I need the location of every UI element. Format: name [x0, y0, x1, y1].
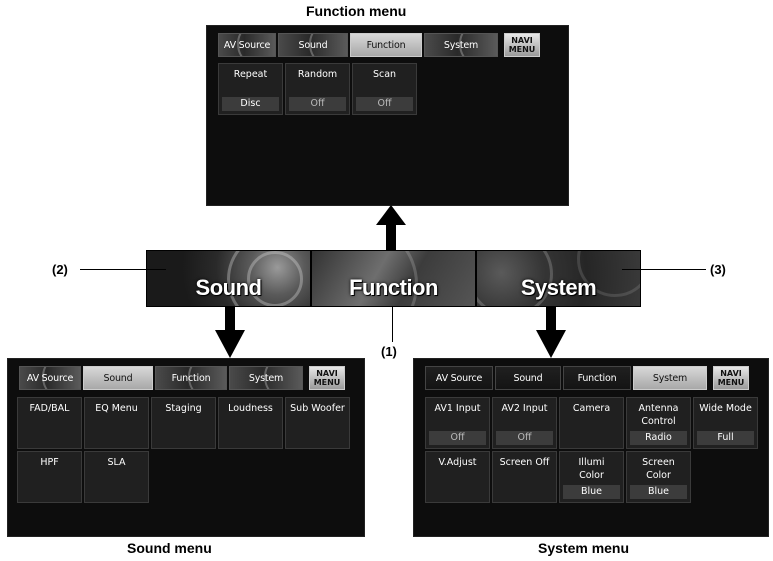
av1-input-value: Off: [429, 431, 486, 445]
sla-item[interactable]: SLA: [84, 451, 149, 503]
hpf-label: HPF: [40, 457, 59, 468]
tab-sound[interactable]: Sound: [495, 366, 561, 390]
antenna-control-label: Antenna Control: [638, 403, 679, 427]
up-arrow-shaft: [386, 224, 396, 251]
eq-menu-label: EQ Menu: [95, 403, 138, 414]
camera-label: Camera: [572, 403, 611, 414]
sound-main-label: Sound: [195, 275, 262, 300]
random-label: Random: [297, 69, 338, 80]
system-main-label: System: [520, 275, 597, 300]
wide-mode-value: Full: [697, 431, 754, 445]
tab-system[interactable]: System: [633, 366, 707, 390]
screen-off-label: Screen Off: [499, 457, 550, 468]
loudness-item[interactable]: Loudness: [218, 397, 283, 449]
fad-bal-label: FAD/BAL: [29, 403, 70, 414]
staging-label: Staging: [165, 403, 202, 414]
tab-system[interactable]: System: [424, 33, 498, 57]
sub-woofer-label: Sub Woofer: [290, 403, 345, 414]
down-arrow-left-shaft: [225, 306, 235, 331]
down-arrow-left-icon: [215, 330, 245, 358]
scan-value: Off: [356, 97, 413, 111]
antenna-control-value: Radio: [630, 431, 687, 445]
sound-main-button[interactable]: Sound: [147, 251, 312, 306]
tab-av-source[interactable]: AV Source: [425, 366, 493, 390]
staging-item[interactable]: Staging: [151, 397, 216, 449]
eq-menu-item[interactable]: EQ Menu: [84, 397, 149, 449]
random-value: Off: [289, 97, 346, 111]
v-adjust-label: V.Adjust: [438, 457, 477, 468]
tab-av-source[interactable]: AV Source: [19, 366, 81, 390]
function-menu-caption: Function menu: [306, 3, 407, 19]
tab-function[interactable]: Function: [350, 33, 422, 57]
screen-color-value: Blue: [630, 485, 687, 499]
callout-1-line: [392, 306, 393, 342]
hpf-item[interactable]: HPF: [17, 451, 82, 503]
repeat-value: Disc: [222, 97, 279, 111]
tab-system[interactable]: System: [229, 366, 303, 390]
down-arrow-right-icon: [536, 330, 566, 358]
system-menu-caption: System menu: [538, 540, 630, 556]
screen-off-setting[interactable]: Screen Off: [492, 451, 557, 503]
main-menu-bar: Sound Function System: [147, 251, 640, 306]
tab-sound[interactable]: Sound: [278, 33, 348, 57]
function-main-label: Function: [349, 275, 438, 300]
sound-items-grid: FAD/BAL EQ Menu Staging Loudness Sub Woo…: [17, 397, 350, 503]
system-main-button[interactable]: System: [477, 251, 640, 306]
illumi-color-label: Illumi Color: [578, 457, 605, 481]
scan-label: Scan: [372, 69, 397, 80]
screen-color-label: Screen Color: [642, 457, 675, 481]
repeat-label: Repeat: [233, 69, 268, 80]
down-arrow-right-shaft: [546, 306, 556, 331]
tab-function[interactable]: Function: [155, 366, 227, 390]
sla-label: SLA: [107, 457, 126, 468]
av1-input-label: AV1 Input: [434, 403, 481, 414]
av2-input-value: Off: [496, 431, 553, 445]
callout-1: (1): [381, 344, 397, 359]
sub-woofer-item[interactable]: Sub Woofer: [285, 397, 350, 449]
callout-3-line: [622, 269, 706, 270]
wide-mode-label: Wide Mode: [699, 403, 752, 414]
tab-function[interactable]: Function: [563, 366, 631, 390]
v-adjust-setting[interactable]: V.Adjust: [425, 451, 490, 503]
illumi-color-value: Blue: [563, 485, 620, 499]
loudness-label: Loudness: [228, 403, 273, 414]
fad-bal-item[interactable]: FAD/BAL: [17, 397, 82, 449]
function-main-button[interactable]: Function: [312, 251, 477, 306]
sound-menu-caption: Sound menu: [127, 540, 212, 556]
up-arrow-icon: [376, 205, 406, 225]
callout-2: (2): [52, 262, 68, 277]
tab-av-source[interactable]: AV Source: [218, 33, 276, 57]
callout-2-line: [80, 269, 166, 270]
camera-setting[interactable]: Camera: [559, 397, 624, 449]
tab-sound[interactable]: Sound: [83, 366, 153, 390]
callout-3: (3): [710, 262, 726, 277]
av2-input-label: AV2 Input: [501, 403, 548, 414]
